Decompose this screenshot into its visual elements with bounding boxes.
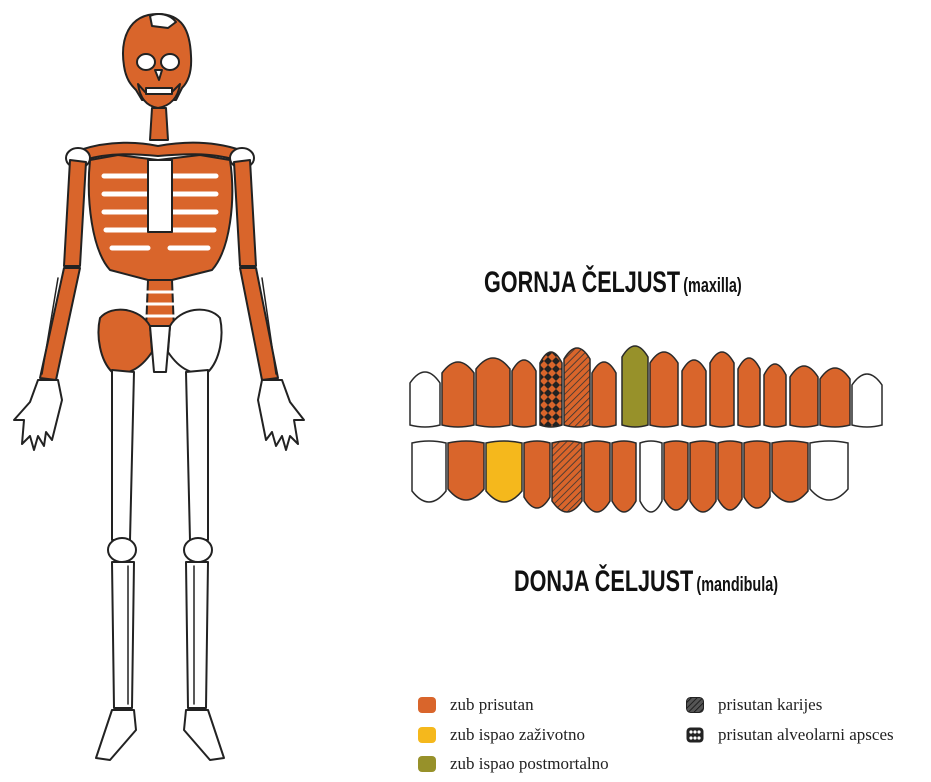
lower-tooth-row <box>412 441 848 512</box>
upper-tooth <box>738 358 760 427</box>
legend: zub prisutan zub ispao zaživotno zub isp… <box>418 695 931 782</box>
lower-tooth <box>552 441 582 512</box>
swatch-abscess-icon <box>686 727 704 743</box>
legend-item-present: zub prisutan <box>418 695 534 715</box>
lower-tooth <box>612 441 636 512</box>
lower-jaw-title-sub: (mandibula) <box>696 574 778 596</box>
upper-jaw-title-main: GORNJA ČELJUST <box>484 266 680 299</box>
upper-tooth <box>540 352 562 427</box>
cervical-spine <box>150 108 168 140</box>
left-forearm <box>40 268 80 380</box>
lower-tooth <box>412 441 446 502</box>
right-humerus <box>234 160 256 266</box>
lower-tooth <box>690 441 716 512</box>
legend-label: prisutan karijes <box>718 695 822 715</box>
swatch-present-icon <box>418 697 436 713</box>
dental-chart <box>400 325 900 525</box>
upper-tooth <box>790 366 818 427</box>
swatch-postmortem-icon <box>418 756 436 772</box>
upper-tooth <box>476 358 510 427</box>
lower-tooth <box>664 441 688 510</box>
left-hand <box>14 380 62 450</box>
right-forearm <box>240 268 278 380</box>
swatch-antemortem-icon <box>418 727 436 743</box>
upper-tooth <box>650 352 678 427</box>
legend-item-lost-antemortem: zub ispao zaživotno <box>418 725 585 745</box>
upper-jaw-title-sub: (maxilla) <box>683 275 741 297</box>
left-tibia <box>112 562 134 708</box>
pelvis-left <box>99 310 153 374</box>
upper-tooth <box>682 360 706 427</box>
upper-tooth <box>820 368 850 427</box>
lower-tooth <box>524 441 550 508</box>
lower-tooth <box>810 441 848 500</box>
sacrum <box>150 326 170 372</box>
upper-tooth <box>852 374 882 427</box>
left-humerus <box>64 160 86 266</box>
left-femur <box>112 370 134 540</box>
legend-label: zub prisutan <box>450 695 534 715</box>
legend-item-abscess: prisutan alveolarni apsces <box>686 725 894 745</box>
upper-tooth <box>512 360 536 427</box>
lower-jaw-title: DONJA ČELJUST (mandibula) <box>514 565 778 599</box>
legend-label: zub ispao zaživotno <box>450 725 585 745</box>
sternum <box>148 160 172 232</box>
upper-tooth <box>592 362 616 427</box>
lower-tooth <box>718 441 742 510</box>
right-orbit <box>161 54 179 70</box>
legend-label: prisutan alveolarni apsces <box>718 725 894 745</box>
legend-label: zub ispao postmortalno <box>450 754 609 774</box>
lower-tooth <box>584 441 610 512</box>
upper-tooth-row <box>410 346 882 427</box>
upper-jaw-title: GORNJA ČELJUST (maxilla) <box>484 266 742 300</box>
upper-tooth <box>710 352 734 427</box>
upper-tooth <box>442 362 474 427</box>
left-foot <box>96 710 136 760</box>
swatch-caries-icon <box>686 697 704 713</box>
right-foot <box>184 710 224 760</box>
skeleton-illustration <box>0 0 330 782</box>
upper-tooth <box>622 346 648 427</box>
legend-item-lost-postmortem: zub ispao postmortalno <box>418 754 609 774</box>
lower-tooth <box>744 441 770 508</box>
lower-tooth <box>640 441 662 512</box>
right-femur <box>186 370 208 540</box>
upper-tooth <box>764 364 786 427</box>
legend-item-caries: prisutan karijes <box>686 695 822 715</box>
left-orbit <box>137 54 155 70</box>
lower-tooth <box>448 441 484 500</box>
upper-tooth <box>564 348 590 427</box>
pelvis-right <box>168 310 222 374</box>
lower-tooth <box>486 441 522 502</box>
right-hand <box>258 380 304 450</box>
lower-tooth <box>772 441 808 502</box>
lower-jaw-title-main: DONJA ČELJUST <box>514 565 693 598</box>
right-tibia <box>186 562 208 708</box>
upper-tooth <box>410 372 440 427</box>
